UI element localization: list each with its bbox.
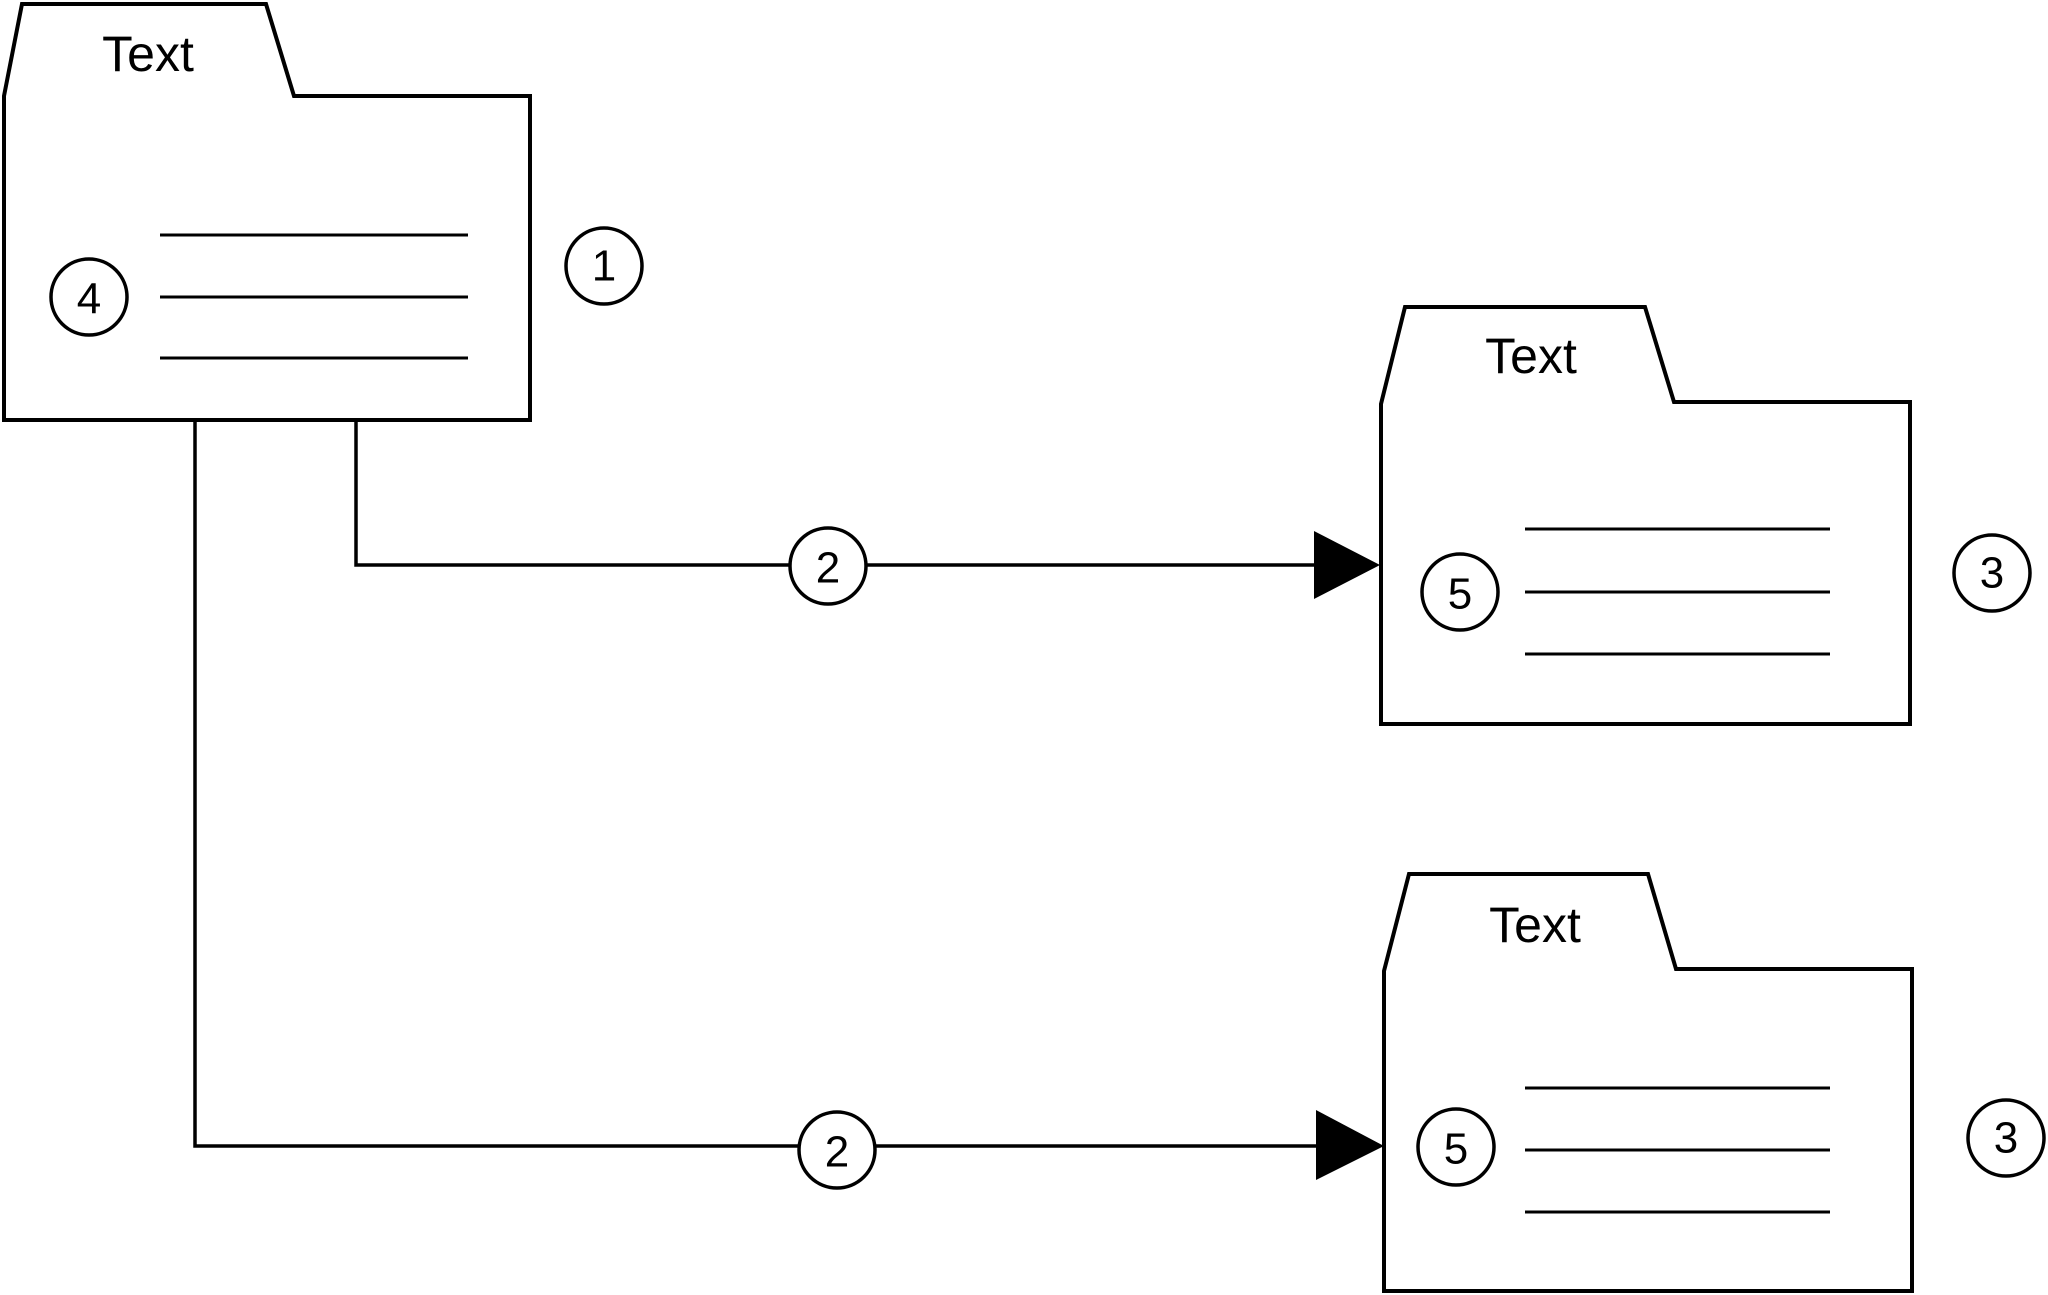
callout-source-circle <box>564 226 644 306</box>
callout-target-bottom-label: 3 <box>1994 1114 2018 1163</box>
package-source: Text 4 <box>2 2 532 422</box>
connection-bottom: 2 <box>193 420 1384 1190</box>
package-target-top-outline <box>1379 305 1912 726</box>
connection-top-marker-circle <box>788 526 868 606</box>
connection-bottom-marker-circle <box>797 1110 877 1190</box>
connection-bottom-line <box>193 420 1322 1148</box>
callout-target-top-circle <box>1952 533 2032 613</box>
package-target-top-marker-circle <box>1420 552 1500 632</box>
callout-source-label: 1 <box>592 242 616 291</box>
package-target-top: Text 5 <box>1379 305 1912 726</box>
package-target-bottom-outline <box>1382 872 1914 1293</box>
callout-target-top-label: 3 <box>1980 549 2004 598</box>
package-target-bottom-marker-label: 5 <box>1444 1125 1468 1174</box>
package-target-bottom-marker-circle <box>1416 1107 1496 1187</box>
connection-bottom-marker-label: 2 <box>825 1128 849 1177</box>
callout-target-top: 3 <box>1952 533 2032 613</box>
connection-top-marker-label: 2 <box>816 544 840 593</box>
package-source-marker-label: 4 <box>77 275 101 324</box>
package-source-marker-circle <box>49 257 129 337</box>
package-source-title: Text <box>102 26 194 82</box>
package-source-marker: 4 <box>49 257 129 337</box>
package-target-top-marker-label: 5 <box>1448 570 1472 619</box>
package-target-bottom: Text 5 <box>1382 872 1914 1293</box>
connection-top-line <box>354 420 1320 567</box>
callout-source: 1 <box>564 226 644 306</box>
connection-top-arrowhead <box>1314 531 1380 599</box>
package-target-top-title: Text <box>1485 328 1577 384</box>
package-source-outline <box>2 2 532 422</box>
package-target-top-marker: 5 <box>1420 552 1500 632</box>
callout-target-bottom: 3 <box>1966 1098 2046 1178</box>
connection-bottom-arrowhead <box>1316 1110 1384 1180</box>
package-target-bottom-title: Text <box>1489 897 1581 953</box>
connection-top: 2 <box>354 420 1380 606</box>
callout-target-bottom-circle <box>1966 1098 2046 1178</box>
package-target-bottom-marker: 5 <box>1416 1107 1496 1187</box>
